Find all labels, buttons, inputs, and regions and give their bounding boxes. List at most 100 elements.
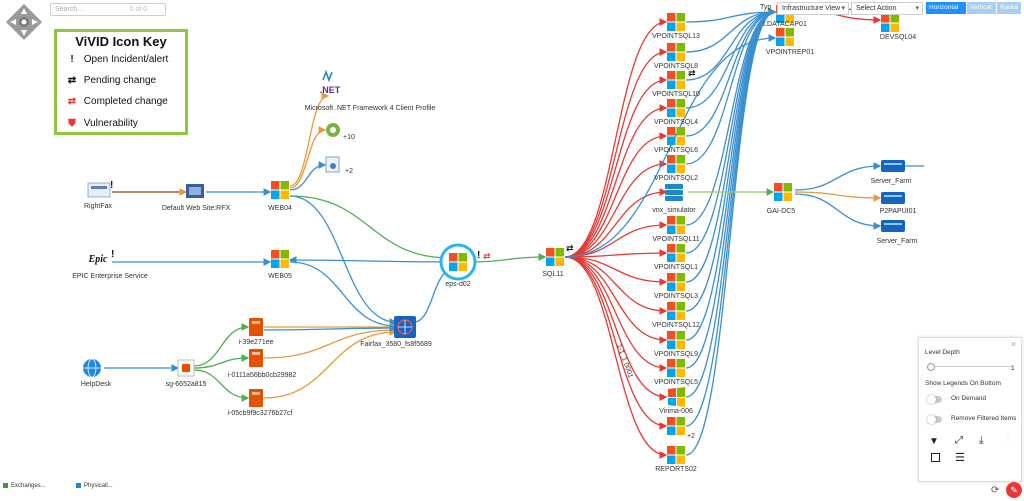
vpointsql6-label: VPOINTSQL6 (654, 147, 698, 154)
edge (193, 369, 250, 402)
windows-server-icon[interactable] (546, 248, 564, 266)
orientation-vertical-label: Vertical (970, 4, 992, 11)
edge (794, 162, 882, 191)
more-icon[interactable]: ⋮ (1003, 434, 1013, 445)
windows-server-icon[interactable] (667, 13, 685, 31)
windows-client-icon[interactable] (668, 387, 685, 407)
edge (413, 266, 454, 323)
edge (564, 256, 668, 459)
exclamation-icon: ! (110, 180, 113, 191)
list-icon[interactable]: ☰ (955, 452, 965, 464)
windows-server-icon[interactable] (667, 216, 685, 234)
windows-server-icon[interactable] (667, 43, 685, 61)
aws-instance-icon[interactable] (249, 349, 263, 367)
epic-logo[interactable]: Epic (88, 254, 108, 265)
gear-icon[interactable] (326, 123, 340, 137)
windows-server-icon[interactable] (667, 302, 685, 320)
rightfax-icon[interactable] (87, 182, 111, 198)
legend-item[interactable]: Exchanges... (3, 483, 46, 489)
web05-label: WEB05 (268, 273, 292, 280)
edge (564, 256, 668, 315)
windows-server-icon[interactable] (667, 99, 685, 117)
windows-server-icon[interactable] (667, 244, 685, 262)
dotnet-icon[interactable]: .NET (320, 69, 341, 95)
fairfax-label: Fairfax_3580_fs8f5689 (360, 341, 432, 348)
action-select[interactable]: Select Action▾ (851, 2, 923, 15)
download-icon[interactable]: ⤓ (979, 435, 984, 446)
remove-filtered-label: Remove Filtered Items (951, 415, 1017, 422)
edit-icon[interactable]: ✎ (1006, 482, 1022, 498)
windows-server-icon[interactable] (667, 273, 685, 291)
pan-compass-icon[interactable] (6, 4, 42, 40)
windows-server-icon[interactable] (271, 250, 289, 268)
legend-label: Physicall... (84, 483, 113, 490)
windows-server-icon[interactable] (774, 183, 792, 201)
storage-icon[interactable] (665, 184, 683, 201)
remove-filtered-toggle[interactable] (927, 415, 942, 424)
vpointsql1-label: VPOINTSQL1 (654, 264, 698, 271)
edge (564, 48, 668, 258)
security-group-icon[interactable] (177, 359, 195, 377)
fairfax-network-icon[interactable] (394, 316, 416, 338)
legend-label: Exchanges... (11, 483, 46, 490)
aws-instance-icon[interactable] (249, 318, 263, 336)
edge (289, 161, 327, 191)
expand-icon[interactable]: ⤢ (955, 435, 963, 446)
view-select[interactable]: Infrastructure View▾ (777, 2, 849, 15)
server-farm-icon[interactable] (881, 192, 905, 204)
edge (289, 261, 398, 330)
vpointsql10-label: VPOINTSQL10 (652, 91, 700, 98)
windows-server-icon[interactable] (271, 181, 289, 199)
windows-server-icon[interactable] (667, 417, 685, 435)
windows-server-icon[interactable] (881, 14, 899, 32)
helpdesk-globe-icon[interactable] (83, 358, 101, 378)
windows-server-icon[interactable] (667, 127, 685, 145)
windows-server-icon[interactable] (667, 359, 685, 377)
orientation-radial-label: Radial (1000, 4, 1019, 11)
edge (469, 253, 547, 263)
level-depth-slider-handle[interactable] (927, 363, 935, 371)
eps-d02-node[interactable] (439, 243, 477, 281)
edge (685, 8, 777, 81)
icon-key-label: Completed change (83, 96, 168, 107)
refresh-icon[interactable]: ⟳ (991, 485, 1000, 496)
windows-server-icon[interactable] (667, 331, 685, 349)
legend-item[interactable]: Physicall... (76, 483, 113, 489)
orientation-horizontal-button[interactable]: Horizontal (926, 2, 966, 14)
edge (564, 18, 668, 258)
dotnet-logo-text: .NET (320, 85, 341, 95)
windows-server-icon[interactable] (667, 71, 685, 89)
orientation-radial-button[interactable]: Radial (997, 2, 1021, 14)
close-icon[interactable]: ✕ (1010, 340, 1017, 349)
level-depth-slider[interactable] (929, 366, 1013, 367)
orientation-vertical-button[interactable]: Vertical (967, 2, 996, 14)
save-icon[interactable] (931, 453, 940, 462)
icon-key-row: ⇄ Pending change (63, 75, 156, 86)
edge-label: 1-1 ,1 0001 (615, 343, 634, 379)
edge (564, 256, 668, 401)
server-farm-icon[interactable] (881, 220, 905, 232)
level-depth-max: 1 (1011, 365, 1015, 372)
aws-instance-icon[interactable] (249, 389, 263, 407)
server-farm-icon[interactable] (881, 160, 905, 172)
windows-server-icon[interactable] (449, 253, 467, 271)
on-demand-toggle[interactable] (927, 395, 942, 404)
document-icon[interactable] (325, 156, 340, 173)
search-input[interactable]: Search... 0 of 0 (50, 3, 166, 16)
search-placeholder: Search... (55, 6, 84, 13)
filter-icon[interactable]: ▼ (929, 436, 939, 447)
edge (263, 328, 398, 399)
website-icon[interactable] (186, 184, 204, 198)
on-demand-label: On Demand (951, 395, 987, 402)
icon-key-row: ! Open Incident/alert (63, 54, 168, 65)
type-label: Typ (756, 2, 776, 15)
shuffle-red-icon: ⇄ (67, 96, 77, 107)
edge (564, 76, 668, 258)
windows-server-icon[interactable] (776, 28, 794, 46)
windows-server-icon[interactable] (667, 446, 685, 464)
show-legends-label: Show Legends On Bottom (925, 380, 1001, 387)
exclamation-icon: ! (111, 249, 114, 260)
vpointsql13-label: VPOINTSQL13 (652, 33, 700, 40)
windows-server-icon[interactable] (667, 155, 685, 173)
